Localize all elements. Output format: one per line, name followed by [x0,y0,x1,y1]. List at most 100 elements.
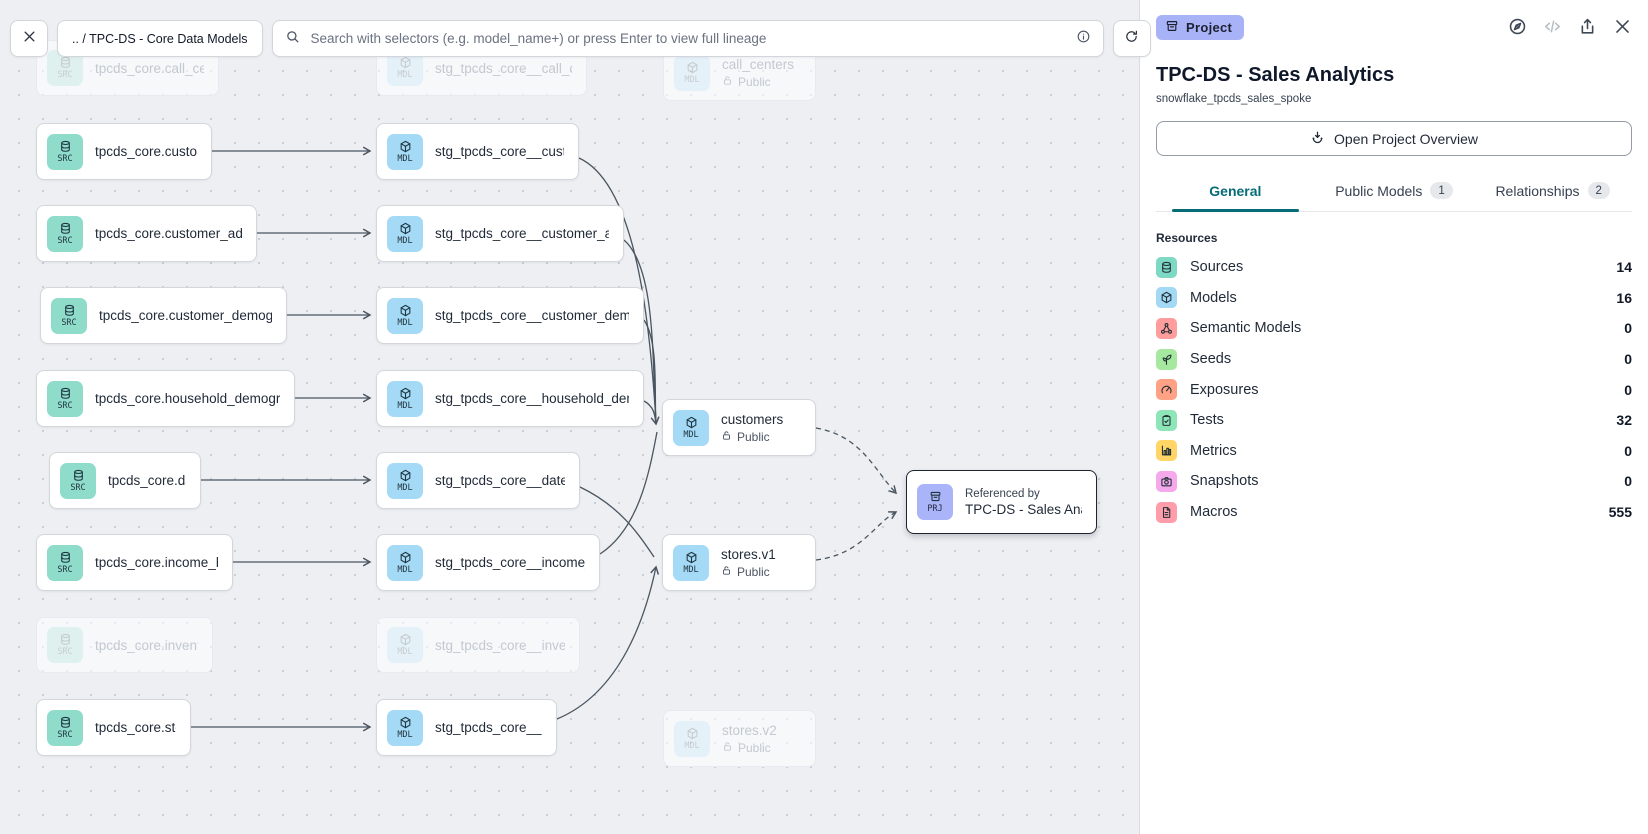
project-schema-subtitle: snowflake_tpcds_sales_spoke [1156,93,1312,105]
lineage-node-tpcds-core.household-demographics[interactable]: SRC tpcds_core.household_demographics [36,370,295,427]
tab-count-badge: 1 [1430,182,1453,199]
lineage-node-stg-tpcds-core-income-band[interactable]: MDL stg_tpcds_core__income_band [376,534,600,591]
resource-count: 0 [1624,381,1632,398]
node-label: stg_tpcds_core__customer_address [435,226,609,241]
cube-icon [1156,287,1177,309]
lineage-canvas[interactable]: SRCtpcds_core.call_centerSRCtpcds_core.c… [0,0,1151,834]
cube-icon: MDL [673,544,709,581]
share-button[interactable] [1578,17,1597,39]
resource-label: Seeds [1190,351,1232,368]
breadcrumb[interactable]: .. / TPC-DS - Core Data Models [57,20,263,57]
info-icon[interactable] [1076,29,1091,49]
database-icon: SRC [47,215,83,252]
resource-count: 16 [1616,289,1632,306]
refresh-icon [1124,29,1139,49]
search-icon [285,29,300,49]
search-input[interactable] [308,30,1067,47]
resource-label: Semantic Models [1190,320,1302,337]
resource-row-semantic-models[interactable]: Semantic Models 0 [1156,313,1632,344]
lock-open-icon [721,430,732,444]
node-label: stg_tpcds_core__inventory [435,637,565,653]
node-label: tpcds_core.inventory [95,637,198,653]
refresh-button[interactable] [1112,20,1151,57]
project-type-badge: Project [1156,15,1245,40]
tab-count-badge: 2 [1587,182,1610,199]
database-icon: SRC [51,297,87,334]
node-label: stg_tpcds_core__call_center [435,60,572,76]
cube-icon: MDL [387,380,423,417]
cube-icon: MDL [387,544,423,581]
open-project-overview-button[interactable]: Open Project Overview [1156,121,1632,156]
compass-button[interactable] [1508,17,1527,39]
lock-open-icon [721,565,732,579]
tab-general[interactable]: General [1156,176,1315,212]
lineage-node-stg-tpcds-core-customer-demogra-[interactable]: MDLstg_tpcds_core__customer_demogra… [376,287,644,344]
resource-row-snapshots[interactable]: Snapshots 0 [1156,466,1632,497]
resource-count: 0 [1624,473,1632,490]
resource-label: Sources [1190,259,1244,276]
clipboard-check-icon [1156,409,1177,431]
access-label: Public [738,740,771,755]
close-icon [22,29,37,49]
code-icon [1543,17,1562,39]
resource-label: Snapshots [1190,473,1259,490]
tab-label: General [1209,182,1262,199]
lineage-node-stg-tpcds-core-inventory[interactable]: MDL stg_tpcds_core__inventory [376,617,580,673]
resource-count: 0 [1624,442,1632,459]
cube-icon: MDL [387,297,423,334]
archive-icon: PRJ [917,484,953,520]
resource-row-macros[interactable]: Macros 555 [1156,497,1632,528]
lineage-node-stg-tpcds-core-household-demogr-[interactable]: MDLstg_tpcds_core__household_demogr… [376,370,644,427]
node-label: tpcds_core.customer [95,144,197,159]
node-label: tpcds_core.store [95,720,176,735]
database-icon: SRC [47,627,83,663]
database-icon: SRC [47,709,83,746]
lineage-node-tpcds-core.inventory[interactable]: SRC tpcds_core.inventory [36,617,213,673]
camera-icon [1156,470,1177,492]
cube-icon: MDL [673,409,709,446]
gauge-icon [1156,379,1177,401]
node-label: tpcds_core.call_center [95,60,204,76]
resource-count: 0 [1624,320,1632,337]
resource-label: Tests [1190,412,1224,429]
node-label: tpcds_core.income_band [95,555,218,570]
node-label: stg_tpcds_core__income_band [435,555,585,570]
node-label: call_centers [722,56,795,72]
lineage-node-tpcds-core.store[interactable]: SRC tpcds_core.store [36,699,191,756]
resource-row-sources[interactable]: Sources 14 [1156,252,1632,283]
close-panel-button[interactable] [1613,17,1632,39]
resource-label: Macros [1190,504,1238,521]
node-label: tpcds_core.household_demographics [95,391,280,406]
node-label: stores.v1 [721,546,776,562]
cube-icon: MDL [674,720,710,757]
close-lineage-button[interactable] [10,20,48,57]
resource-count: 14 [1616,259,1632,276]
database-icon: SRC [47,380,83,417]
resource-count: 555 [1608,504,1632,521]
detail-panel: Project TPC-DS - Sales Analytics snowfla… [1139,0,1648,834]
cube-icon: MDL [387,627,423,663]
share-icon [1578,17,1597,39]
